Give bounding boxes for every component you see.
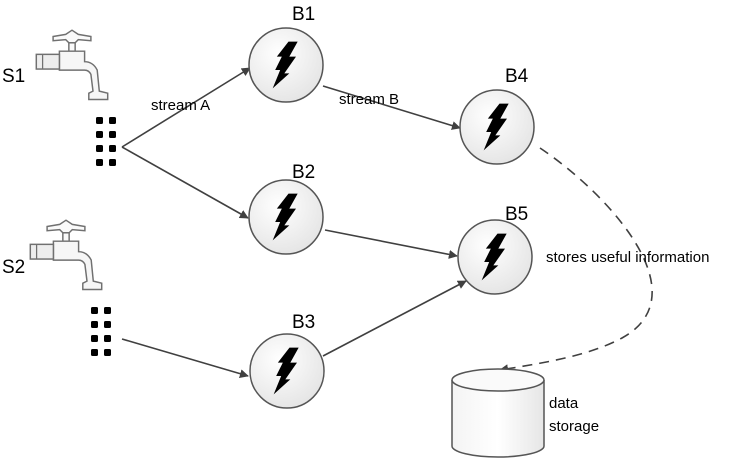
storage-label-line2: storage: [549, 418, 599, 435]
tuple-dots: [96, 117, 116, 166]
edge-label-stream-a: stream A: [151, 97, 210, 114]
bolt-b5: B5: [457, 204, 533, 295]
water-tap-icon: [35, 29, 109, 101]
bolt-b2: B2: [248, 162, 324, 255]
edge-b3-b5: [322, 280, 467, 357]
edge-s2-b3: [121, 338, 249, 379]
source-s2-label: S2: [2, 257, 25, 278]
water-tap-icon: [29, 219, 103, 291]
bolt-b1-label: B1: [292, 4, 315, 25]
bolt-b4-label: B4: [505, 66, 529, 87]
bolt-b3: B3: [249, 312, 325, 409]
bolt-b2-label: B2: [292, 162, 315, 183]
database-cylinder-icon: [451, 368, 545, 458]
edge-s1-b1: [121, 67, 251, 148]
edge-label-stream-b: stream B: [339, 91, 399, 108]
bolt-b3-label: B3: [292, 312, 315, 333]
source-s2: S2: [2, 219, 111, 356]
edge-layer: [121, 67, 653, 379]
bolt-b1: B1: [248, 4, 324, 103]
edge-b2-b5: [324, 229, 458, 259]
edge-b4-storage: [499, 147, 653, 374]
edge-label-stores: stores useful information: [546, 249, 709, 266]
source-s1: S1: [2, 29, 116, 166]
bolt-b4: B4: [459, 66, 535, 165]
data-storage: data storage: [451, 368, 599, 458]
storage-label-line1: data: [549, 395, 579, 412]
edge-b1-b4: [322, 85, 461, 130]
tuple-dots: [91, 307, 111, 356]
edge-s1-b2: [121, 146, 249, 219]
bolt-b5-label: B5: [505, 204, 528, 225]
source-s1-label: S1: [2, 66, 25, 87]
